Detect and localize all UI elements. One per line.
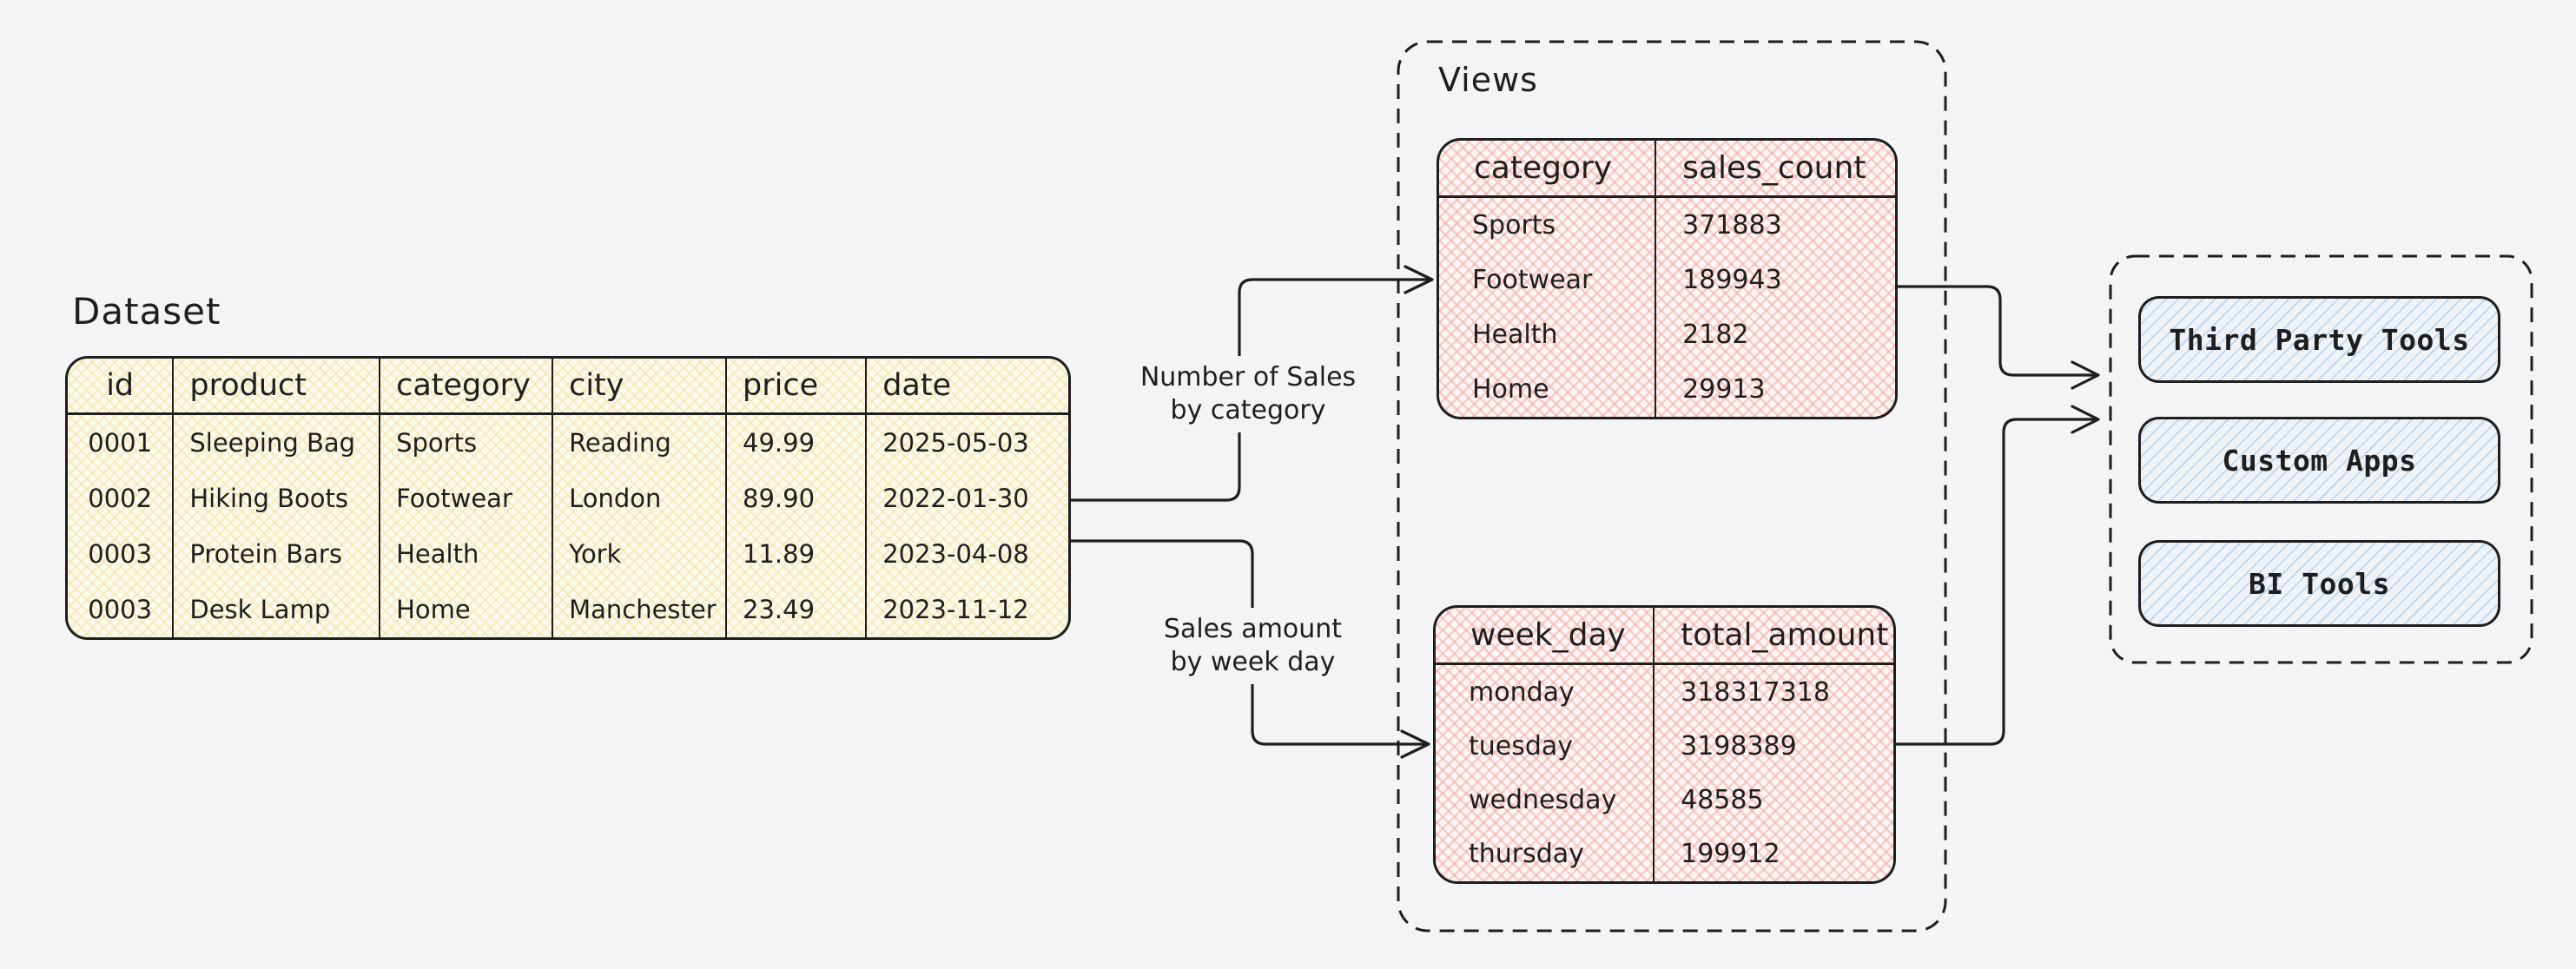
table-cell: York [553,526,728,582]
table-cell: 89.90 [727,471,868,526]
column-header: price [727,359,868,415]
table-cell: Protein Bars [174,526,381,582]
table-cell: 318317318 [1681,676,1830,708]
table-cell: Footwear [1439,253,1657,307]
table-cell: 3198389 [1681,730,1797,761]
table-cell: 2023-04-08 [882,539,1029,569]
third-party-tools-box: Third Party Tools [2138,296,2500,383]
table-cell: 23.49 [727,582,868,637]
column-header: total_amount [1655,608,1893,665]
arrow-label-sales-amount: Sales amount by week day [1125,608,1381,684]
custom-apps-label: Custom Apps [2222,443,2417,478]
table-cell: wednesday [1436,773,1655,827]
arrowhead-consumers-bottom [2071,405,2100,434]
table-cell: 0001 [68,415,175,471]
views-section-label: Views [1438,61,1538,99]
arrow-category-view-to-consumers [1896,285,2097,377]
column-header: product [174,359,381,415]
table-cell: tuesday [1436,719,1655,774]
arrow-weekday-view-to-consumers [1894,418,2097,746]
column-header: date [867,359,1068,415]
arrow-label-line: Sales amount [1163,614,1343,644]
arrow-label-number-of-sales: Number of Sales by category [1105,356,1391,432]
table-cell: 11.89 [727,526,868,582]
table-cell: 48585 [1681,785,1764,816]
table-cell: 0003 [68,526,175,582]
dataset-section-label: Dataset [72,290,221,333]
table-cell: 2182 [1682,320,1749,350]
table-cell: Footwear [380,471,554,526]
arrow-label-line: by week day [1170,647,1336,677]
table-cell: 189943 [1682,265,1782,295]
arrow-label-line: by category [1170,395,1326,425]
table-cell: Sports [1439,198,1657,253]
arrowhead-category-view [1404,265,1434,294]
column-header: sales_count [1656,141,1895,198]
table-cell: 29913 [1682,374,1766,405]
column-header: category [380,359,554,415]
table-cell: Desk Lamp [174,582,381,637]
table-cell: 0003 [68,582,175,637]
table-cell: 371883 [1682,210,1782,241]
arrow-label-line: Number of Sales [1139,362,1357,392]
table-cell: 2023-11-12 [882,595,1029,624]
table-cell: Home [380,582,554,637]
table-cell: Reading [553,415,728,471]
table-cell: 2025-05-03 [882,428,1029,458]
bi-tools-label: BI Tools [2249,566,2390,601]
table-cell: Health [1439,307,1657,362]
column-header: category [1439,141,1657,198]
arrowhead-consumers-top [2071,360,2100,390]
table-cell: thursday [1436,827,1655,881]
arrowhead-weekday-view [1400,729,1430,759]
column-header: id [68,359,175,415]
column-header: city [553,359,728,415]
third-party-tools-label: Third Party Tools [2169,322,2470,357]
table-cell: Manchester [553,582,728,637]
table-cell: Sleeping Bag [174,415,381,471]
table-cell: Sports [380,415,554,471]
table-cell: 0002 [68,471,175,526]
table-cell: 2022-01-30 [882,484,1029,513]
table-cell: Health [380,526,554,582]
table-cell: monday [1436,665,1655,720]
custom-apps-box: Custom Apps [2138,417,2500,504]
table-cell: Home [1439,362,1657,417]
table-cell: Hiking Boots [174,471,381,526]
column-header: week_day [1436,608,1655,665]
table-cell: 49.99 [727,415,868,471]
bi-tools-box: BI Tools [2138,540,2500,627]
table-cell: London [553,471,728,526]
table-cell: 199912 [1681,839,1780,870]
